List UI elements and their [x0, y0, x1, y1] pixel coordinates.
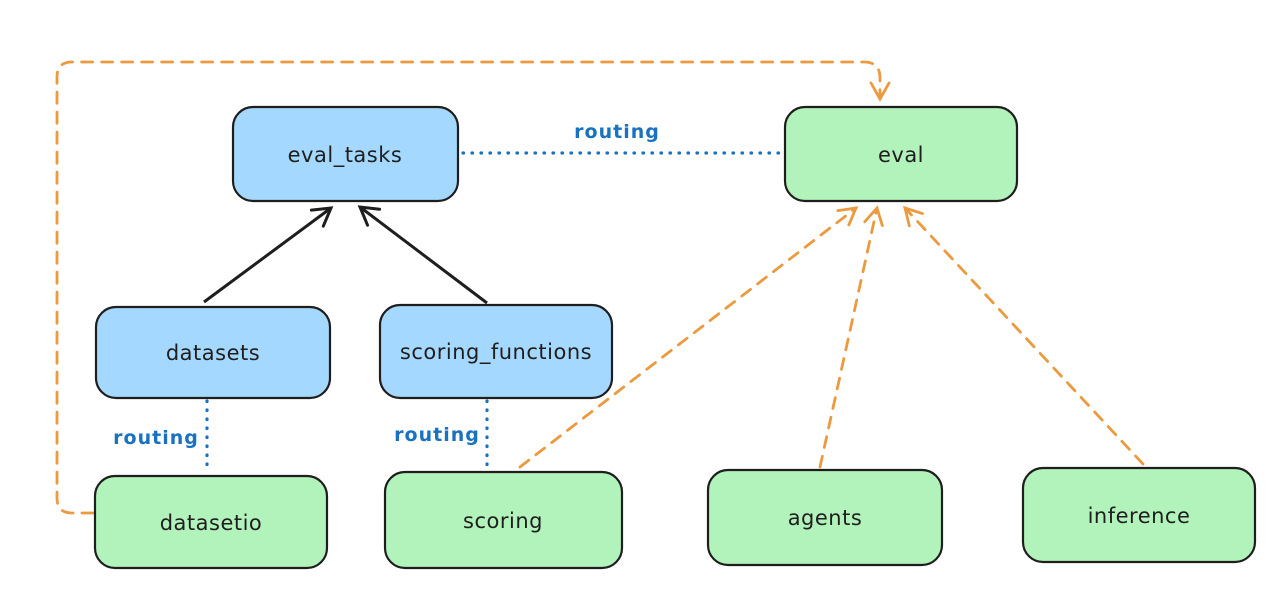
routing-label-top: routing — [574, 121, 660, 143]
routing-label-scoring: routing — [394, 424, 480, 446]
node-datasetio[interactable]: datasetio — [93, 474, 329, 570]
node-inference-label: inference — [1088, 504, 1191, 528]
node-agents[interactable]: agents — [706, 468, 944, 567]
node-datasets-label: datasets — [166, 341, 260, 365]
edge-scoring-to-eval — [518, 206, 859, 469]
node-eval-tasks-box[interactable] — [231, 105, 460, 203]
node-scoring-functions[interactable]: scoring_functions — [378, 303, 614, 400]
nodes-layer: eval_tasks eval datasets scoring_functio… — [93, 105, 1257, 570]
node-eval-tasks[interactable]: eval_tasks — [231, 105, 460, 203]
node-eval-tasks-label: eval_tasks — [288, 143, 403, 168]
node-scoring-functions-label: scoring_functions — [400, 340, 592, 365]
node-datasetio-label: datasetio — [160, 511, 263, 535]
edge-datasetio-to-eval-loop — [55, 60, 891, 515]
node-scoring-box[interactable] — [383, 470, 624, 570]
routing-label-datasetio: routing — [113, 427, 199, 449]
edge-inference-to-eval — [903, 205, 1145, 466]
node-datasetio-box[interactable] — [93, 474, 329, 570]
node-scoring-functions-box[interactable] — [378, 303, 614, 400]
node-datasets-box[interactable] — [94, 305, 332, 400]
node-inference-box[interactable] — [1021, 466, 1257, 564]
node-eval[interactable]: eval — [783, 105, 1019, 203]
node-scoring[interactable]: scoring — [383, 470, 624, 570]
node-scoring-label: scoring — [463, 509, 543, 533]
edge-datasets-to-eval-tasks — [203, 206, 334, 304]
node-eval-box[interactable] — [783, 105, 1019, 203]
node-agents-box[interactable] — [706, 468, 944, 567]
edges-layer — [55, 60, 1145, 515]
edge-agents-to-eval — [818, 205, 884, 469]
node-datasets[interactable]: datasets — [94, 305, 332, 400]
edge-labels-layer: routing routing routing — [113, 121, 660, 449]
edge-scoring-functions-to-eval-tasks — [357, 205, 488, 305]
node-inference[interactable]: inference — [1021, 466, 1257, 564]
node-agents-label: agents — [788, 506, 863, 530]
node-eval-label: eval — [878, 143, 924, 167]
